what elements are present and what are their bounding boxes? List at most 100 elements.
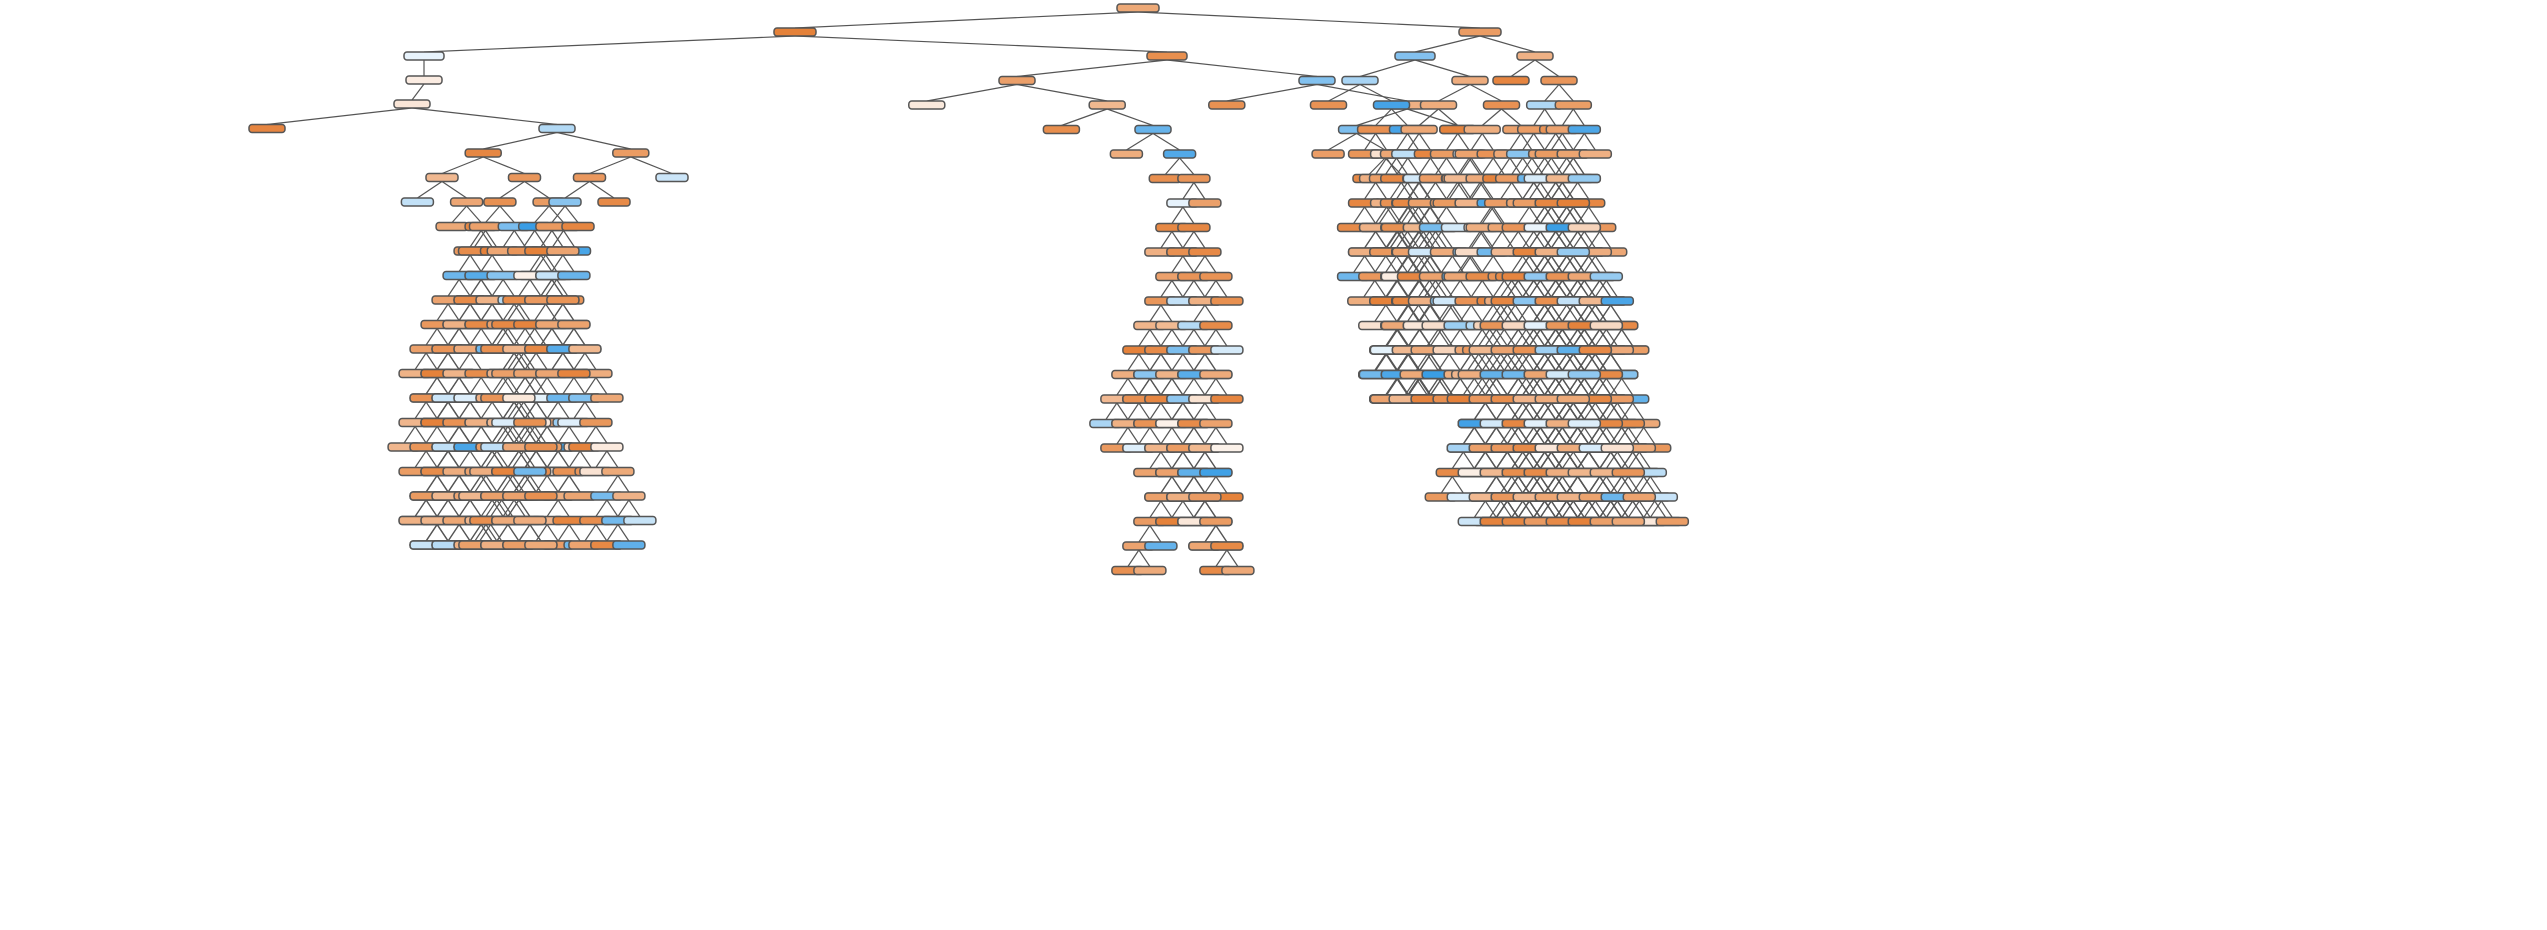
tree-edge xyxy=(1446,206,1458,224)
tree-edge xyxy=(529,524,542,542)
tree-edge xyxy=(507,303,520,321)
tree-edge xyxy=(480,475,493,493)
tree-edge xyxy=(529,279,542,297)
tree-edge xyxy=(1514,329,1527,347)
tree-edge xyxy=(1457,133,1470,151)
tree-edge xyxy=(1328,83,1361,102)
tree-edge xyxy=(1555,157,1568,175)
tree-node xyxy=(612,491,646,501)
tree-node-box xyxy=(1458,27,1502,37)
tree-edge xyxy=(1359,83,1392,102)
tree-edge xyxy=(584,426,597,444)
tree-node xyxy=(1451,75,1489,86)
tree-edge xyxy=(1566,500,1579,518)
tree-edge xyxy=(564,181,590,199)
tree-edge xyxy=(1495,476,1508,494)
tree-edge xyxy=(1522,231,1535,249)
tree-edge xyxy=(1572,427,1585,445)
tree-edge xyxy=(1572,304,1585,322)
tree-edge xyxy=(1182,402,1195,420)
tree-edge xyxy=(436,426,449,444)
tree-edge xyxy=(1539,402,1552,420)
tree-edge xyxy=(1550,133,1563,151)
tree-edge xyxy=(1489,304,1502,322)
tree-edge xyxy=(1621,476,1634,494)
tree-edge xyxy=(1561,108,1574,126)
tree-edge xyxy=(485,475,498,493)
tree-edge xyxy=(436,377,449,395)
tree-edge xyxy=(1429,280,1442,298)
tree-edge xyxy=(1583,353,1596,371)
tree-node-box xyxy=(1311,149,1345,159)
tree-edge xyxy=(1577,206,1590,224)
tree-edge xyxy=(1511,280,1524,298)
tree-edge xyxy=(436,499,449,517)
tree-edge xyxy=(1116,427,1129,445)
tree-node-box xyxy=(248,123,286,134)
tree-edge xyxy=(436,328,449,346)
tree-edge xyxy=(1525,378,1538,396)
tree-edge xyxy=(1649,476,1662,494)
tree-edge xyxy=(1583,329,1596,347)
tree-edge xyxy=(595,450,608,468)
tree-edge xyxy=(499,181,525,199)
tree-edges xyxy=(266,11,1673,567)
tree-edge xyxy=(1418,206,1431,224)
tree-edge xyxy=(1473,500,1486,518)
tree-edge xyxy=(512,352,525,370)
tree-node-box xyxy=(590,393,624,403)
tree-node-box xyxy=(1144,541,1178,551)
tree-edge xyxy=(1479,206,1492,224)
tree-edge xyxy=(1397,280,1410,298)
tree-node xyxy=(1210,296,1244,306)
tree-edge xyxy=(485,499,498,517)
tree-edge xyxy=(491,401,504,419)
tree-node xyxy=(1210,541,1244,551)
tree-edge xyxy=(1588,329,1601,347)
tree-edge xyxy=(1506,476,1519,494)
tree-edge xyxy=(1473,378,1486,396)
tree-edge xyxy=(557,401,570,419)
tree-edge xyxy=(1500,353,1513,371)
tree-node xyxy=(1463,124,1501,135)
tree-edge xyxy=(1495,402,1508,420)
tree-edge xyxy=(469,401,482,419)
tree-edge xyxy=(1152,132,1180,151)
tree-node xyxy=(1188,247,1222,257)
tree-edge xyxy=(523,328,536,346)
tree-edge xyxy=(1594,255,1607,273)
tree-edge xyxy=(1599,378,1612,396)
tree-edge xyxy=(518,352,531,370)
tree-edge xyxy=(1386,280,1399,298)
tree-edge xyxy=(1495,378,1508,396)
tree-edge xyxy=(1385,304,1398,322)
tree-edge xyxy=(458,328,471,346)
tree-edge xyxy=(502,401,515,419)
tree-edge xyxy=(485,450,498,468)
tree-edge xyxy=(1510,59,1536,77)
tree-edge xyxy=(595,377,608,395)
tree-edge xyxy=(1459,255,1472,273)
tree-edge xyxy=(1127,378,1140,396)
tree-edge xyxy=(469,328,482,346)
tree-node-box xyxy=(1554,100,1593,110)
tree-node xyxy=(513,417,547,428)
tree-edge xyxy=(1215,549,1228,567)
tree-edge xyxy=(1577,427,1590,445)
tree-edge xyxy=(1490,206,1503,224)
tree-edge xyxy=(1448,353,1461,371)
tree-edge xyxy=(1375,182,1388,200)
tree-edge xyxy=(1539,304,1552,322)
tree-node-box xyxy=(1210,541,1244,551)
tree-edge xyxy=(469,279,482,297)
tree-edge xyxy=(1459,378,1472,396)
tree-node-box xyxy=(568,344,602,354)
tree-edge xyxy=(1550,378,1563,396)
tree-edge xyxy=(1577,329,1590,347)
tree-edge xyxy=(1407,108,1458,127)
tree-edge xyxy=(1522,255,1535,273)
tree-edge xyxy=(562,352,575,370)
tree-edge xyxy=(1544,84,1560,102)
tree-edge xyxy=(1215,427,1228,445)
